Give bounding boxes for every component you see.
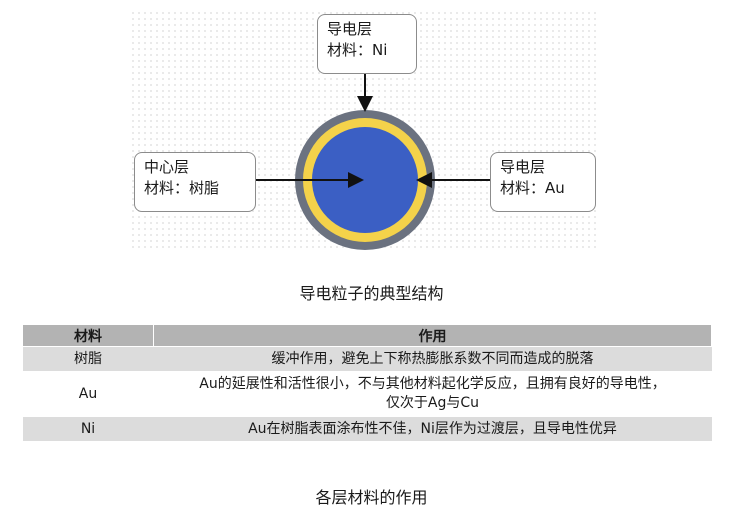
cell-role-line: 仅次于Ag与Cu [385,395,480,411]
cell-material: 树脂 [22,346,154,372]
column-header-role: 作用 [153,324,712,347]
resin-core [312,127,418,233]
cell-material: Au [22,371,154,417]
table-header-row: 材料 作用 [22,324,712,347]
callout-resin-core: 中心层 材料：树脂 [134,152,256,212]
callout-title: 导电层 [500,158,546,176]
callout-nickel-layer: 导电层 材料：Ni [317,14,417,74]
table-row: Au Au的延展性和活性很小，不与其他材料起化学反应，且拥有良好的导电性， 仅次… [22,371,712,417]
column-header-material: 材料 [22,324,154,347]
callout-title: 中心层 [144,158,190,176]
cell-role: Au在树脂表面涂布性不佳，Ni层作为过渡层，且导电性优异 [153,416,712,441]
cell-role-line: Au的延展性和活性很小，不与其他材料起化学反应，且拥有良好的导电性， [199,376,666,392]
callout-title: 导电层 [327,20,373,38]
conductive-particle-diagram [256,74,490,250]
cell-role: 缓冲作用，避免上下称热膨胀系数不同而造成的脱落 [153,346,712,372]
callout-gold-layer: 导电层 材料：Au [490,152,596,212]
cell-role: Au的延展性和活性很小，不与其他材料起化学反应，且拥有良好的导电性， 仅次于Ag… [153,371,712,417]
table-caption: 各层材料的作用 [315,488,428,507]
diagram-caption: 导电粒子的典型结构 [299,284,444,303]
cell-material: Ni [22,416,154,441]
callout-material: 材料：Au [500,179,565,197]
callout-material: 材料：树脂 [144,179,220,197]
callout-material: 材料：Ni [327,41,388,59]
table-row: Ni Au在树脂表面涂布性不佳，Ni层作为过渡层，且导电性优异 [22,416,712,441]
material-role-table: 材料 作用 树脂 缓冲作用，避免上下称热膨胀系数不同而造成的脱落 Au Au的延… [22,324,712,441]
table-row: 树脂 缓冲作用，避免上下称热膨胀系数不同而造成的脱落 [22,346,712,372]
